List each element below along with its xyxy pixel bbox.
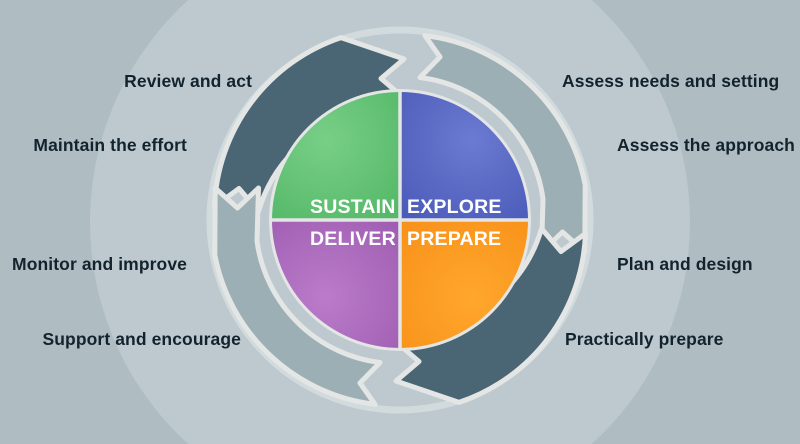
outer-label-practically-prepare: Practically prepare <box>565 329 724 349</box>
quadrant-sustain[interactable] <box>272 92 400 220</box>
ring-segment-left-light <box>212 185 383 407</box>
quadrant-label-sustain: SUSTAIN <box>310 196 396 218</box>
outer-ring-glow <box>206 26 594 414</box>
outer-label-monitor-and-improve: Monitor and improve <box>12 254 187 274</box>
quadrant-label-prepare: PREPARE <box>407 228 502 250</box>
ring-segment-right-light <box>417 33 588 255</box>
outer-label-review-and-act: Review and act <box>124 71 252 91</box>
ring-segment-bottom-right-dark <box>393 226 588 405</box>
outer-label-plan-and-design: Plan and design <box>617 254 753 274</box>
outer-label-assess-the-approach: Assess the approach <box>617 135 795 155</box>
quadrant-disc <box>269 89 531 351</box>
quadrant-explore[interactable] <box>400 92 528 220</box>
outer-label-assess-needs-and-setting: Assess needs and setting <box>562 71 780 91</box>
quadrant-prepare[interactable] <box>400 220 528 348</box>
outer-label-maintain-the-effort: Maintain the effort <box>33 135 187 155</box>
arrow-ring <box>212 33 588 407</box>
quadrant-label-deliver: DELIVER <box>310 228 396 250</box>
outer-label-support-and-encourage: Support and encourage <box>42 329 241 349</box>
ring-segment-top-left-dark <box>212 35 407 214</box>
quadrant-deliver[interactable] <box>272 220 400 348</box>
quadrant-label-explore: EXPLORE <box>407 196 502 218</box>
